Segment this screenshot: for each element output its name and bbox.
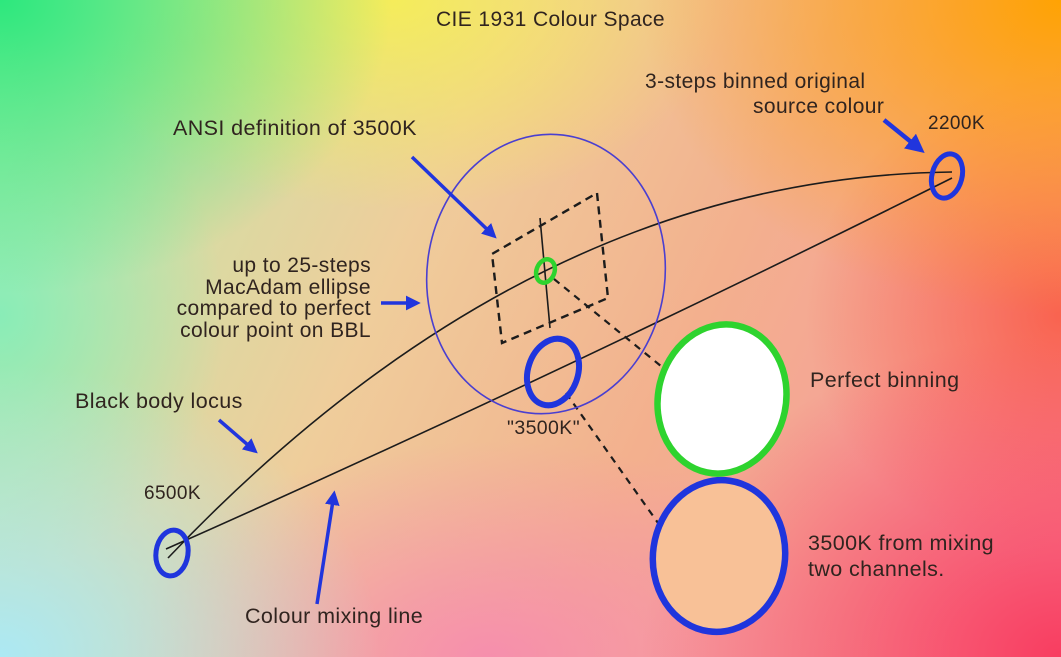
perfect-point-ellipse bbox=[533, 257, 558, 285]
temp-label-6500k: 6500K bbox=[144, 483, 201, 504]
bin-ellipse-3500k bbox=[524, 335, 582, 409]
ansi-definition-label: ANSI definition of 3500K bbox=[173, 116, 417, 140]
binned-source-label-line1: 3-steps binned original bbox=[645, 70, 866, 93]
macadam-label-line4: colour point on BBL bbox=[180, 318, 371, 342]
bin-ellipse-2200k bbox=[928, 151, 966, 201]
mixing-3500k-label-line2: two channels. bbox=[808, 556, 945, 581]
black-body-locus-label: Black body locus bbox=[75, 389, 243, 413]
mixing-3500k-ellipse bbox=[649, 476, 789, 636]
macadam-label-line1: up to 25-steps bbox=[232, 254, 371, 277]
mixing-3500k-label-line1: 3500K from mixing bbox=[808, 531, 995, 555]
temp-label-2200k: 2200K bbox=[928, 113, 985, 134]
macadam-label-line2: MacAdam ellipse bbox=[205, 275, 371, 299]
dashed-connector-perfect bbox=[553, 278, 668, 372]
binned-source-label-line2: source colour bbox=[753, 95, 885, 118]
black-body-locus-curve bbox=[167, 171, 953, 559]
ansi-bin-divider-line bbox=[539, 217, 551, 329]
perfect-binning-ellipse bbox=[654, 321, 790, 477]
macadam-25step-ellipse bbox=[425, 133, 667, 415]
dashed-connector-mixing bbox=[565, 392, 664, 531]
quoted-3500k-label: "3500K" bbox=[507, 417, 581, 439]
colour-mixing-line bbox=[165, 177, 953, 550]
colour-mixing-line-label: Colour mixing line bbox=[245, 604, 424, 628]
binned-source-arrow bbox=[882, 118, 925, 153]
bin-ellipse-6500k bbox=[153, 527, 191, 579]
black-body-locus-arrow bbox=[217, 418, 258, 454]
ansi-arrow bbox=[410, 155, 497, 239]
macadam-label-line3: compared to perfect bbox=[176, 297, 371, 320]
diagram-title: CIE 1931 Colour Space bbox=[435, 8, 666, 31]
colour-mixing-arrow bbox=[315, 490, 340, 605]
macadam-ellipse-label: up to 25-steps MacAdam ellipse compared … bbox=[110, 255, 371, 341]
perfect-binning-label: Perfect binning bbox=[810, 368, 960, 392]
ansi-bin-dashed-quad bbox=[490, 191, 610, 345]
mixing-3500k-label: 3500K from mixing two channels. bbox=[808, 531, 994, 582]
